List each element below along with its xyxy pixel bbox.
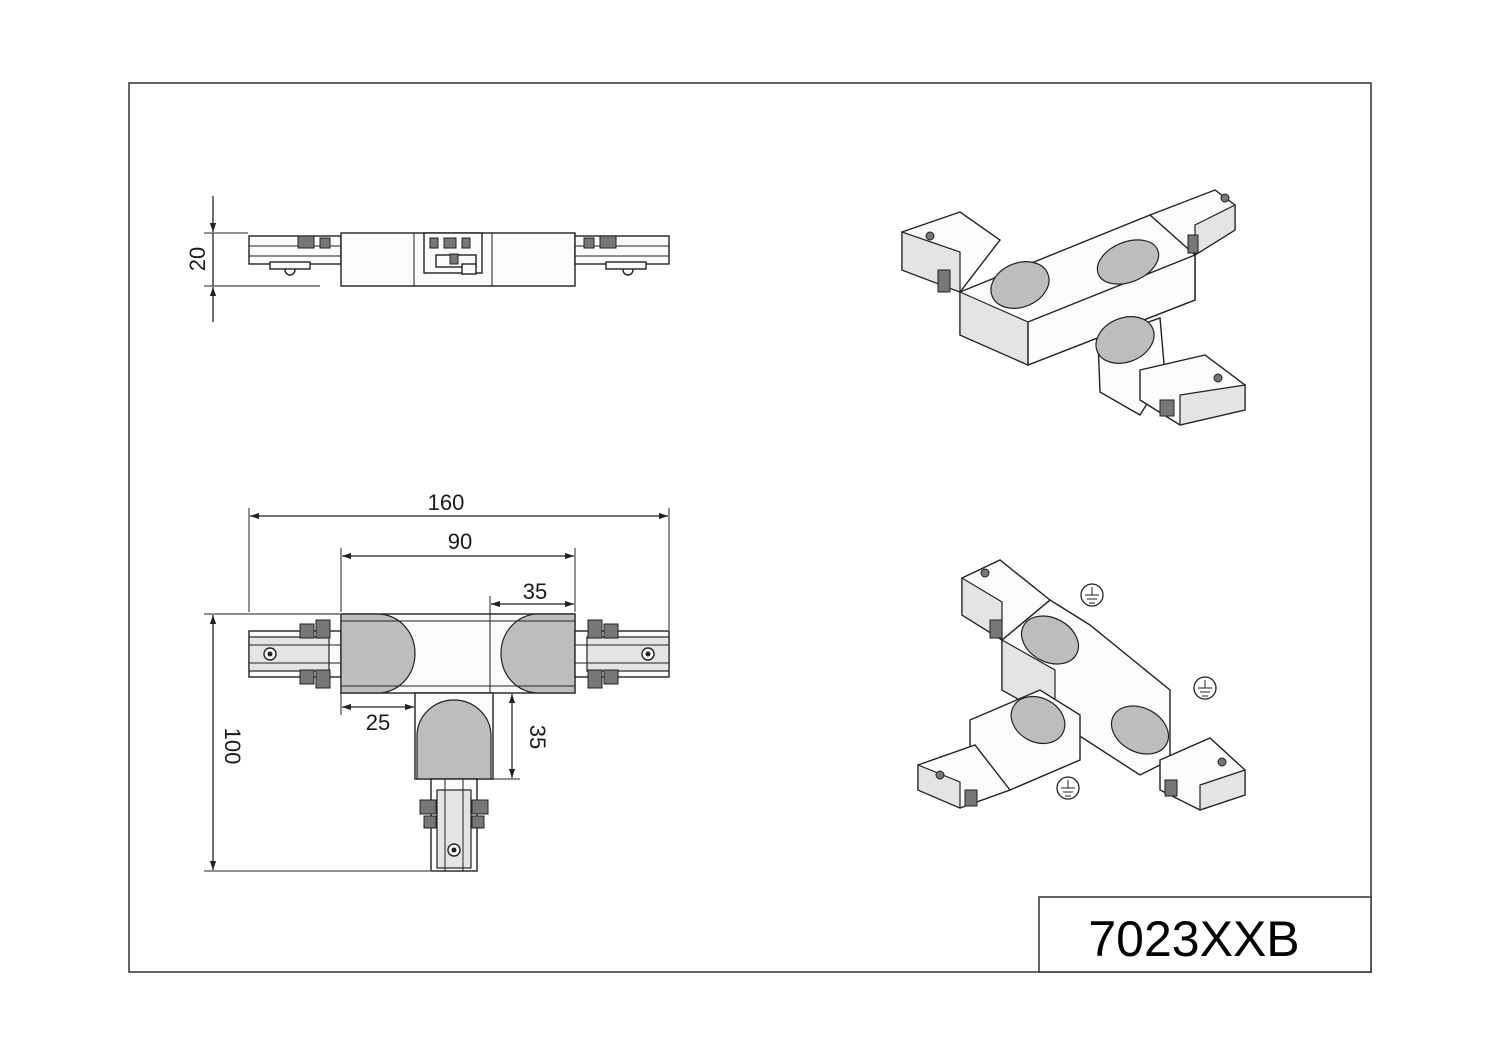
- dim-branch-offset: 25: [366, 710, 390, 735]
- dim-total-width: 100: [220, 728, 245, 765]
- ground-symbol-icon: [1193, 676, 1217, 700]
- isometric-view-bottom: [917, 559, 1246, 811]
- side-view: [204, 196, 670, 322]
- ground-symbol-icon: [1080, 583, 1104, 607]
- dim-end-section: 35: [523, 579, 547, 604]
- title-block: 7023XXB: [1038, 896, 1372, 973]
- dim-total-length: 160: [428, 490, 465, 515]
- dim-center-length: 90: [448, 529, 472, 554]
- isometric-view-top: [901, 189, 1246, 426]
- top-view: [204, 508, 670, 872]
- dim-branch-length: 35: [525, 725, 550, 749]
- dim-height: 20: [185, 247, 210, 271]
- product-code: 7023XXB: [1088, 911, 1299, 967]
- drawing-frame: [128, 82, 1372, 973]
- ground-symbol-icon: [1056, 776, 1080, 800]
